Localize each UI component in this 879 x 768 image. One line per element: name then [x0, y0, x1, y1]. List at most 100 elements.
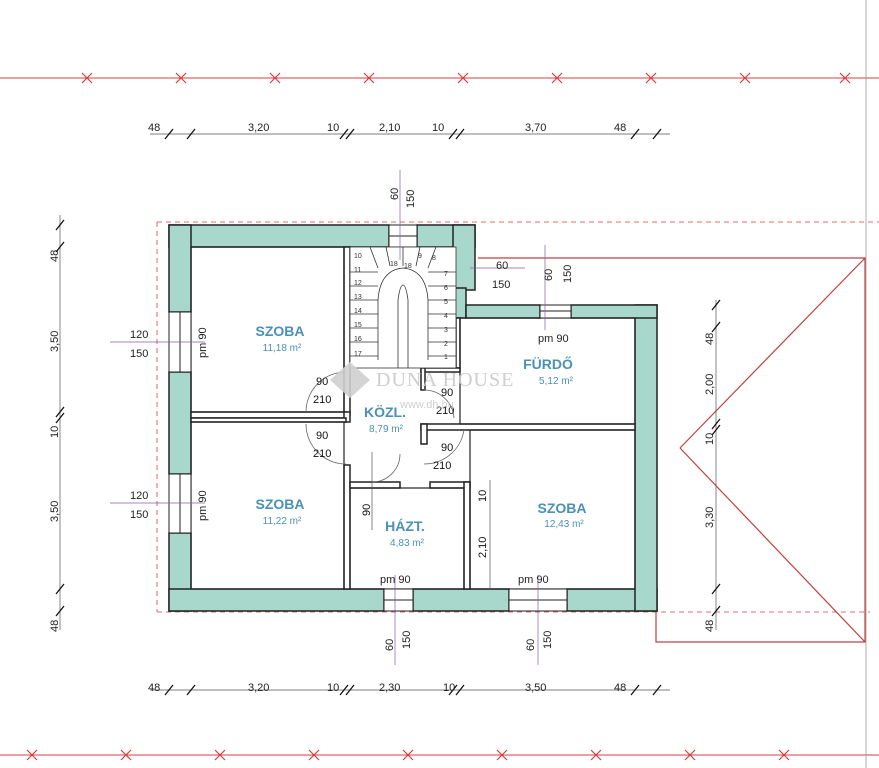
room-name: SZOBA — [256, 496, 305, 512]
door3-height: 210 — [436, 405, 454, 417]
axis-x-mark — [363, 72, 375, 84]
axis-x-mark — [496, 749, 508, 761]
stair-number: 5 — [444, 299, 448, 306]
dim-bottom-0: 48 — [148, 682, 160, 694]
bath-d: 150 — [562, 265, 574, 283]
room-szoba-1: SZOBA 11,18 m² — [256, 323, 305, 354]
door2-height: 210 — [313, 448, 331, 460]
room-hazt: HÁZT. 4,83 m² — [385, 518, 425, 549]
dim-top-0: 48 — [148, 122, 160, 134]
dim-bottom-1: 3,20 — [248, 682, 269, 694]
dimension-tick — [164, 684, 174, 696]
dimension-tick — [630, 128, 640, 140]
axis-x-mark — [120, 749, 132, 761]
dimension-tick — [711, 418, 721, 430]
dimension-tick — [711, 424, 721, 436]
dims-bottom: 48 3,20 10 2,30 10 3,50 48 — [148, 682, 626, 694]
grid-axis-bottom — [0, 749, 879, 761]
dim-top-4: 10 — [432, 122, 444, 134]
stair-number: 9 — [418, 253, 422, 260]
stair-number: 11 — [354, 267, 361, 274]
house-logo-icon — [330, 362, 370, 398]
axis-x-mark — [308, 749, 320, 761]
dimension-tick — [711, 605, 721, 617]
bot1-a: 60 — [384, 639, 396, 651]
stair-number: 4 — [444, 313, 448, 320]
dim-left-2: 10 — [49, 426, 61, 438]
dimension-tick — [345, 128, 355, 140]
property-outline — [156, 221, 879, 613]
w2-pm: pm 90 — [197, 490, 209, 521]
dimension-tick — [711, 583, 721, 595]
axis-x-mark — [402, 749, 414, 761]
axis-x-mark — [26, 749, 38, 761]
dim-top-6: 48 — [614, 122, 626, 134]
door4-height: 210 — [433, 460, 451, 472]
door1-width: 90 — [316, 376, 328, 388]
room-kozl: KÖZL. 8,79 m² — [364, 404, 406, 435]
stair-tread — [369, 246, 379, 269]
window-top — [388, 224, 418, 248]
w2-width: 120 — [130, 490, 148, 502]
dims-right: 48 2,00 10 3,30 48 — [704, 333, 716, 632]
bath-b: 60 — [543, 269, 555, 281]
axis-x-mark — [81, 72, 93, 84]
dimension-tick — [711, 321, 721, 333]
axis-x-mark — [551, 72, 563, 84]
dimension-tick — [339, 128, 349, 140]
axis-x-mark — [457, 72, 469, 84]
dimension-tick — [339, 684, 349, 696]
grid-axis-top — [0, 72, 879, 84]
door5-width: 90 — [361, 504, 373, 516]
stair-number: 17 — [354, 351, 362, 358]
bot2-pm: pm 90 — [518, 574, 549, 586]
stair-number: 10 — [354, 253, 362, 260]
room-area: 11,22 m² — [263, 516, 302, 527]
dimension-tick — [55, 219, 65, 231]
axis-x-mark — [684, 749, 696, 761]
w1-pm: pm 90 — [197, 327, 209, 358]
room-area: 4,83 m² — [390, 538, 425, 549]
room-name: HÁZT. — [385, 518, 425, 534]
stair-number: 3 — [444, 327, 448, 334]
bot1-b: 150 — [401, 631, 413, 649]
stair-number: 13 — [354, 294, 362, 301]
watermark: DUNA HOUSE www.dh.hu — [330, 362, 514, 411]
bath-c: 150 — [492, 279, 510, 291]
stair-tread — [415, 246, 421, 267]
dimension-tick — [455, 684, 465, 696]
dim-bottom-2: 10 — [327, 682, 339, 694]
room-area: 8,79 m² — [369, 424, 404, 435]
dimension-tick — [55, 605, 65, 617]
dims-top: 48 3,20 10 2,10 10 3,70 48 — [148, 122, 626, 134]
stair-number: 14 — [354, 308, 362, 315]
dimension-tick — [345, 684, 355, 696]
door2-width: 90 — [316, 430, 328, 442]
axis-x-mark — [778, 749, 790, 761]
dim-left-1: 3,50 — [49, 331, 61, 352]
roof-outline — [478, 257, 866, 643]
dim-top-3: 2,10 — [379, 122, 400, 134]
room-name: FÜRDŐ — [523, 355, 573, 372]
watermark-brand: DUNA HOUSE — [376, 369, 514, 391]
stair-tread — [427, 246, 437, 269]
dim-right-4: 48 — [704, 620, 716, 632]
w2-height: 150 — [130, 509, 148, 521]
dim-bottom-4: 10 — [443, 682, 455, 694]
stair-number: 18 — [404, 263, 412, 270]
dimension-tick — [652, 684, 662, 696]
stair-number: 18 — [390, 261, 398, 268]
bath-a: 60 — [496, 260, 508, 272]
dimension-tick — [186, 684, 196, 696]
dimension-tick — [711, 299, 721, 311]
watermark-url: www.dh.hu — [399, 399, 454, 411]
dim-right-1: 2,00 — [704, 374, 716, 395]
dimension-tick — [55, 241, 65, 253]
w1-width: 120 — [130, 329, 148, 341]
axis-x-mark — [590, 749, 602, 761]
dim-right-2: 10 — [704, 433, 716, 445]
dimension-tick — [55, 412, 65, 424]
bot2-a: 60 — [525, 639, 537, 651]
